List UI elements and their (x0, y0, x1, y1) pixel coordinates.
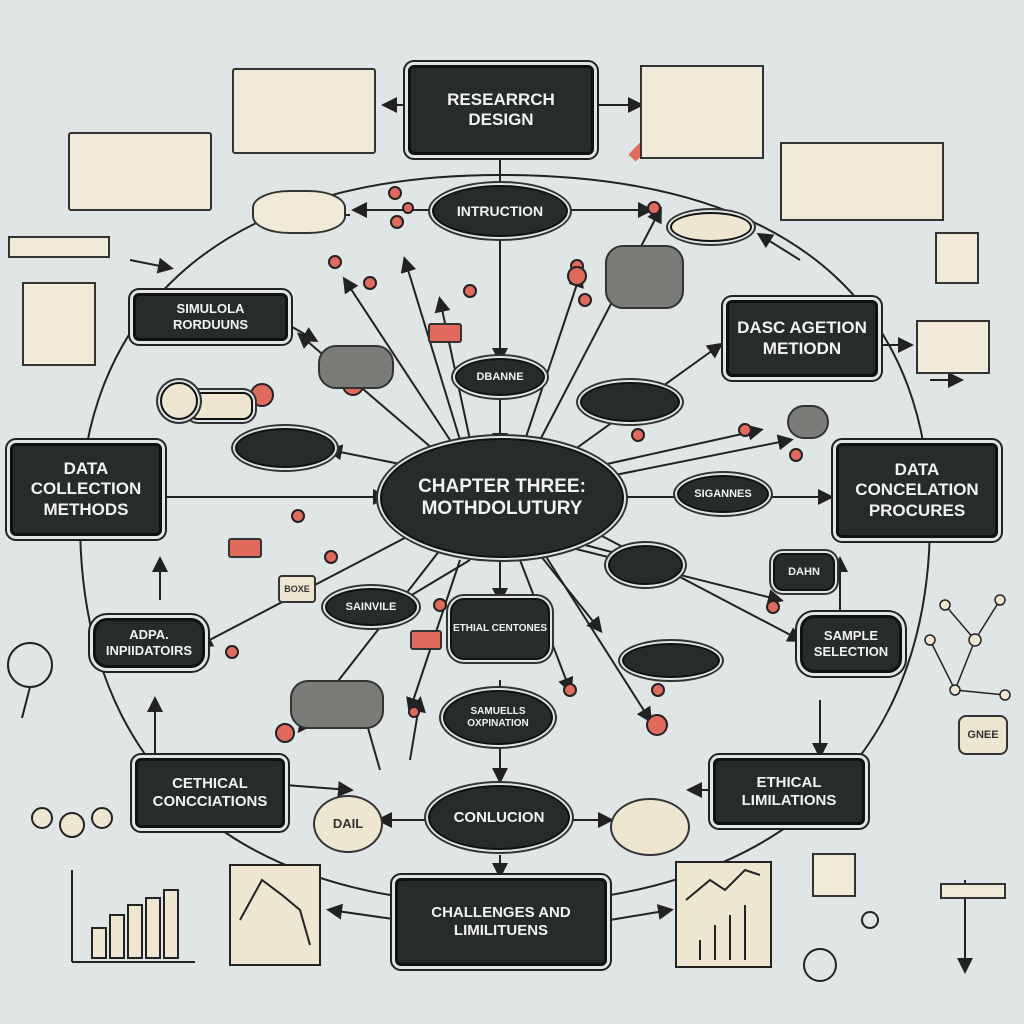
chart-thumbnail-icon (252, 190, 346, 234)
cethical-line2: CONCCIATIONS (152, 793, 268, 810)
dbanne-label: DBANNE (476, 370, 524, 383)
gnee-bubble: GNEE (958, 715, 1008, 755)
thought-cloud-top (605, 245, 684, 309)
sample-selection-line2: SELECTION (813, 644, 889, 659)
sigannes-pill[interactable]: SIGANNES (677, 475, 769, 513)
note-box-icon (916, 320, 990, 374)
gnee-label: GNEE (967, 728, 999, 741)
thought-cloud-right (787, 405, 829, 439)
graph-paper-icon (640, 65, 764, 159)
dahn-label: DAHN (788, 565, 820, 578)
boxe-tag: BOXE (278, 575, 316, 603)
sample-selection-line1: SAMPLE (823, 628, 879, 644)
chapter-three-hub[interactable]: CHAPTER THREE:MOTHDOLUTURY (380, 438, 624, 558)
dahn-pill[interactable]: DAHN (773, 553, 835, 591)
stack-bars-icon (812, 853, 856, 897)
red-tag-center (410, 630, 442, 650)
note-banner-icon (8, 236, 110, 258)
dail-oval: DAIL (313, 795, 383, 853)
samuells-pill[interactable]: SAMUELLS OXPINATION (443, 690, 553, 745)
dasc-action-line1: DASC AGETION (737, 318, 867, 338)
red-tag-upper (428, 323, 462, 343)
left-oval-pill[interactable] (235, 428, 335, 468)
hub-line2: MOTHDOLUTURY (421, 498, 583, 519)
adpa-line1: ADPA. (129, 627, 169, 643)
dail-label: DAIL (332, 815, 364, 831)
document-icon (22, 282, 96, 366)
boxe-label: BOXE (284, 583, 310, 594)
sigannes-label: SIGANNES (694, 487, 752, 500)
ethical-centones-pill[interactable]: ETHIAL CENTONES (450, 598, 550, 660)
simulola-line2: RORDUUNS (172, 317, 249, 332)
intruction-pill[interactable]: INTRUCTION (432, 185, 568, 237)
data-collection-line3: METHODS (43, 499, 129, 519)
ethical-limilations-line2: LIMILATIONS (741, 791, 837, 809)
challenges-line2: LIMILITUENS (453, 922, 549, 939)
simulola-line1: SIMULOLA (176, 301, 245, 317)
right-oval-pill[interactable] (608, 545, 683, 585)
open-book-icon (232, 68, 376, 154)
right-cream-oval (610, 798, 690, 856)
upper-right-oval-pill[interactable] (580, 382, 680, 422)
sainvile-pill[interactable]: SAINVILE (325, 588, 417, 626)
lower-right-oval-pill[interactable] (622, 643, 720, 678)
conlucion-label: CONLUCION (453, 808, 545, 826)
samuells-label: SAMUELLS OXPINATION (467, 706, 529, 729)
top-right-oval-pill[interactable] (670, 212, 752, 242)
ethical-centones-label: ETHIAL CENTONES (452, 623, 548, 635)
data-concelation-line1: DATA (894, 459, 940, 479)
thought-cloud-bottom (290, 680, 384, 729)
dasc-action-line2: METIODN (762, 338, 842, 358)
data-concelation-line3: PROCURES (868, 500, 966, 520)
research-design-line1: RESEARRCH (447, 89, 555, 109)
corner-label-icon (940, 883, 1006, 899)
note-card-icon (935, 232, 979, 284)
conlucion-pill[interactable]: CONLUCION (428, 785, 570, 850)
red-tag-left (228, 538, 262, 558)
cream-circle-left (160, 382, 198, 420)
thought-cloud-left (318, 345, 394, 389)
dbanne-pill[interactable]: DBANNE (455, 358, 545, 396)
left-small-pill[interactable] (188, 392, 253, 420)
hub-line1: CHAPTER THREE: (418, 476, 586, 498)
data-collection-line2: COLLECTION (30, 479, 142, 499)
sainvile-label: SAINVILE (345, 600, 397, 613)
document-stack-icon (780, 142, 944, 221)
research-design-line2: DESIGN (468, 110, 534, 129)
cethical-line1: CETHICAL (172, 775, 248, 792)
adpa-box[interactable]: ADPA.INPIIDATOIRS (93, 618, 205, 668)
adpa-line2: INPIIDATOIRS (105, 643, 193, 658)
challenges-line1: CHALLENGES AND (431, 904, 571, 921)
data-collection-line1: DATA (63, 458, 109, 478)
ethical-limilations-line1: ETHICAL (756, 773, 822, 791)
book-stack-icon (68, 132, 212, 211)
data-concelation-line2: CONCELATION (855, 480, 979, 500)
intruction-label: INTRUCTION (456, 202, 544, 219)
